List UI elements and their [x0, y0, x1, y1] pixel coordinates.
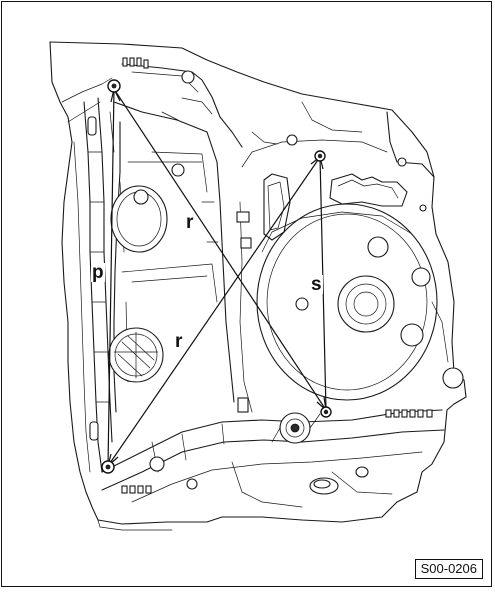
figure-code-box: S00-0206 [414, 559, 483, 579]
spare-wheel-well [236, 111, 464, 413]
left-sill [73, 97, 115, 473]
dimension-line-p [107, 88, 115, 467]
point-rear-left [101, 460, 115, 474]
upper-crossmember [121, 57, 363, 177]
point-front-left [107, 79, 121, 93]
point-rear-right [320, 406, 332, 418]
measurement-lines [107, 88, 327, 467]
dimension-line-r-upper [113, 88, 327, 411]
rear-boss [271, 412, 321, 444]
measuring-points [101, 79, 332, 474]
point-front-right [314, 150, 326, 162]
floor-pan [108, 101, 235, 413]
dimension-line-s [319, 156, 327, 411]
dimension-line-r-lower [107, 156, 321, 467]
figure-code: S00-0206 [420, 561, 477, 576]
label-r-upper: r [185, 212, 195, 233]
label-s: s [310, 274, 323, 295]
label-p: p [91, 262, 105, 283]
label-r-lower: r [174, 331, 184, 352]
rear-crossmember [101, 409, 445, 508]
